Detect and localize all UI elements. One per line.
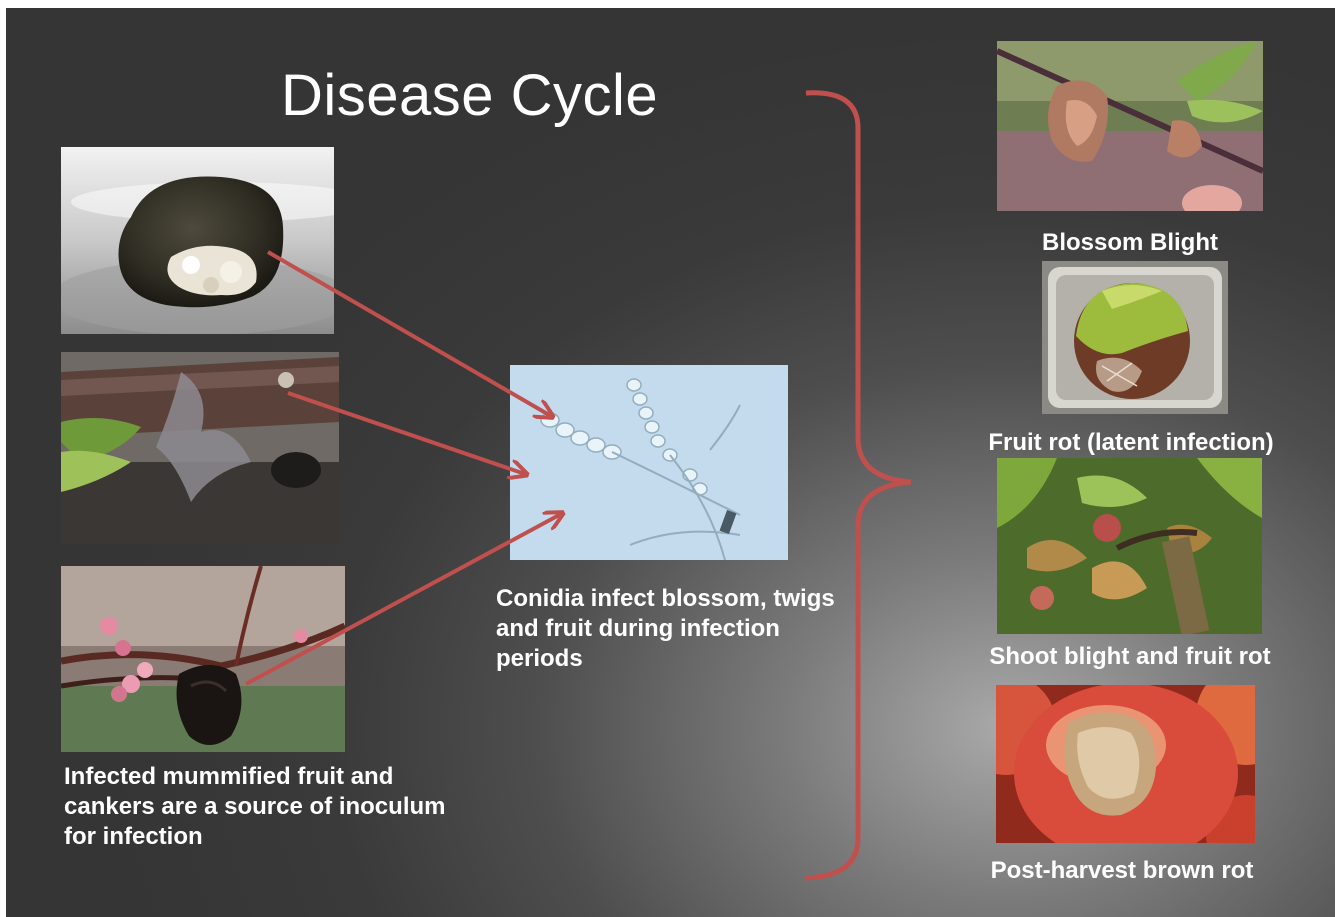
arrow-canker-to-conidia <box>288 393 525 474</box>
arrow-mummy-to-conidia <box>268 252 551 416</box>
arrows-overlay <box>6 8 1335 917</box>
right-brace <box>806 93 911 878</box>
arrow-branch-to-conidia <box>246 514 561 684</box>
slide: Disease Cycle <box>6 8 1335 917</box>
